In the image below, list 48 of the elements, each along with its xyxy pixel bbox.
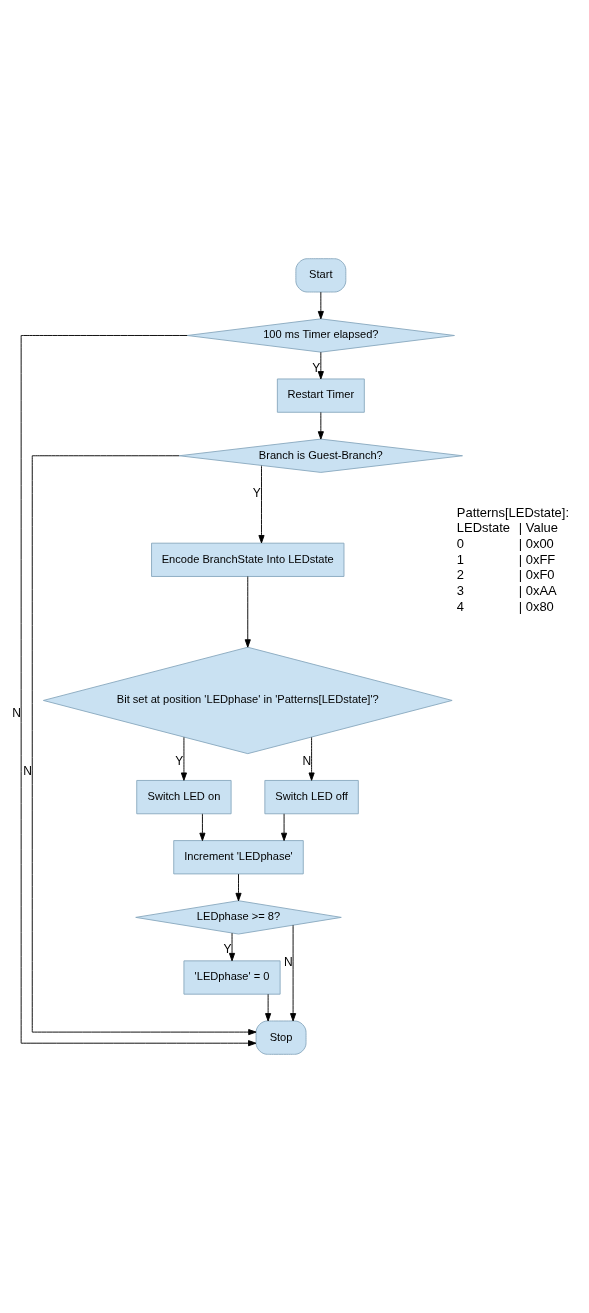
label: | 0xFF <box>518 551 556 567</box>
edge-label: Y <box>312 360 321 375</box>
label: 3 <box>456 583 465 599</box>
arrow <box>180 736 187 781</box>
arrow <box>308 736 315 781</box>
arrow <box>290 924 297 1022</box>
node-box: Switch LED on <box>136 780 232 815</box>
label: LEDstate <box>456 520 511 536</box>
node-box: Increment 'LEDphase' <box>173 840 304 875</box>
node-diamond: LEDphase >= 8? <box>135 900 342 935</box>
label: 2 <box>456 567 465 583</box>
label: | 0x80 <box>518 598 554 614</box>
edge-label: Y <box>175 753 184 768</box>
label: 1 <box>456 551 465 567</box>
arrow <box>317 291 324 320</box>
edge-label: N <box>284 955 293 970</box>
node-diamond: Bit set at position 'LEDphase' in 'Patterns[LEDstate]'? <box>42 646 453 755</box>
arrow <box>199 813 206 842</box>
arrow <box>235 873 242 902</box>
label: | 0xF0 <box>518 567 555 583</box>
arrow <box>20 335 257 1047</box>
node-box: 'LEDphase' = 0 <box>183 960 281 995</box>
node-box: Start <box>295 258 347 293</box>
node-diamond: 100 ms Timer elapsed? <box>186 318 455 353</box>
node-box: Switch LED off <box>264 780 359 815</box>
edge-label: Y <box>223 941 232 956</box>
arrow <box>317 411 324 440</box>
label: | 0x00 <box>518 535 554 551</box>
label: | Value <box>518 520 558 536</box>
arrow <box>258 465 265 544</box>
edge-label: N <box>23 764 32 779</box>
label: Patterns[LEDstate]: <box>456 504 570 520</box>
label: 4 <box>456 598 465 614</box>
arrow <box>228 932 236 962</box>
edge-label: N <box>12 705 21 720</box>
arrow <box>265 993 272 1022</box>
arrow <box>31 455 257 1036</box>
label: | 0xAA <box>518 583 557 599</box>
edge-label: Y <box>252 486 261 501</box>
node-box: Restart Timer <box>276 378 365 413</box>
arrow <box>317 351 324 380</box>
arrow <box>244 576 251 648</box>
arrow <box>281 813 288 842</box>
node-box: Stop <box>255 1020 307 1055</box>
node-box: Encode BranchState Into LEDstate <box>151 542 345 577</box>
node-diamond: Branch is Guest-Branch? <box>178 438 463 473</box>
edge-label: N <box>302 753 312 768</box>
label: 0 <box>456 535 465 551</box>
